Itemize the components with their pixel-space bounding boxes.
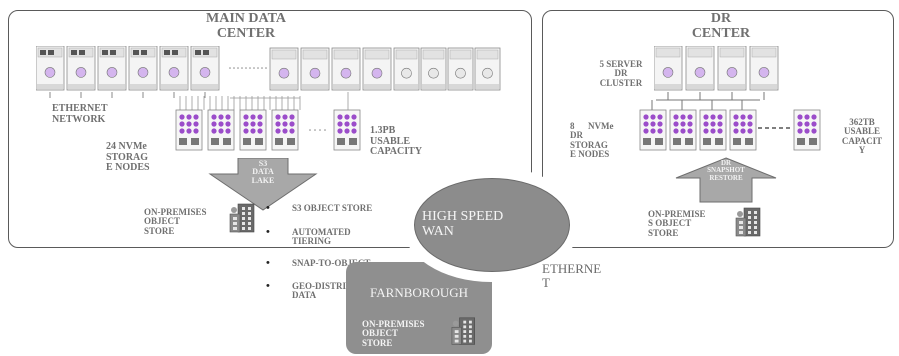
nvme-node-icon bbox=[699, 109, 727, 151]
server-icon bbox=[420, 47, 447, 91]
server-icon bbox=[653, 45, 683, 91]
bullet-item: •S3 OBJECT STORE bbox=[266, 202, 373, 214]
dr-capacity-label: 362TB USABLE CAPACIT Y bbox=[841, 117, 883, 156]
s3-data-lake-label: S3 DATA LAKE bbox=[251, 159, 275, 185]
server-icon bbox=[331, 47, 361, 91]
server-icon bbox=[269, 47, 299, 91]
high-speed-wan-label: HIGH SPEED WAN bbox=[422, 209, 504, 239]
main-capacity-label: 1.3PB USABLE CAPACITY bbox=[370, 125, 423, 157]
server-icon bbox=[300, 47, 330, 91]
server-icon bbox=[97, 45, 127, 91]
nvme-node-icon bbox=[669, 109, 697, 151]
main-server-row bbox=[35, 45, 502, 94]
dr-nvme-nodes-label: 8 NVMe DR STORAG E NODES bbox=[570, 121, 614, 160]
main-nvme-nodes-label: 24 NVMe STORAG E NODES bbox=[106, 141, 150, 173]
s3-data-lake-arrow bbox=[208, 157, 318, 212]
nvme-node-icon bbox=[175, 109, 203, 151]
main-onprem-label: ON-PREMISES OBJECT STORE bbox=[144, 207, 207, 236]
high-speed-wan-ellipse bbox=[414, 178, 570, 272]
dr-center-title: DR CENTER bbox=[691, 11, 751, 41]
bullet-item: •GEO-DISTRIBUTED DATA bbox=[266, 280, 378, 301]
server-icon bbox=[190, 45, 220, 91]
server-icon bbox=[474, 47, 501, 91]
building-icon bbox=[228, 200, 268, 241]
server-icon bbox=[749, 45, 779, 91]
dr-snapshot-restore-arrow bbox=[674, 156, 778, 204]
building-icon bbox=[450, 314, 486, 353]
server-icon bbox=[717, 45, 747, 91]
ethernet-network-label: ETHERNET NETWORK bbox=[52, 103, 108, 125]
dr-cluster-label: 5 SERVER DR CLUSTER bbox=[599, 59, 643, 88]
server-icon bbox=[66, 45, 96, 91]
server-icon bbox=[447, 47, 474, 91]
nvme-node-icon bbox=[333, 109, 361, 151]
nvme-node-icon bbox=[639, 109, 667, 151]
server-icon bbox=[128, 45, 158, 91]
nvme-node-icon bbox=[271, 109, 299, 151]
server-icon bbox=[393, 47, 420, 91]
server-icon bbox=[159, 45, 189, 91]
bullet-item: •SNAP-TO-OBJECT bbox=[266, 257, 371, 269]
ethernet-label: ETHERNE T bbox=[542, 261, 602, 290]
dr-server-row bbox=[653, 45, 784, 92]
building-icon bbox=[734, 204, 774, 245]
farnborough-title: FARNBOROUGH bbox=[370, 285, 468, 300]
server-icon bbox=[35, 45, 65, 91]
main-dc-title: MAIN DATA CENTER bbox=[206, 11, 286, 41]
server-icon bbox=[362, 47, 392, 91]
server-icon bbox=[685, 45, 715, 91]
nvme-node-icon bbox=[729, 109, 757, 151]
dr-snapshot-restore-label: DR SNAPSHOT RESTORE bbox=[707, 159, 745, 182]
dr-onprem-label: ON-PREMISE S OBJECT STORE bbox=[648, 209, 706, 238]
farnborough-onprem-label: ON-PREMISES OBJECT STORE bbox=[362, 319, 425, 348]
bullet-item: •AUTOMATED TIERING bbox=[266, 226, 351, 247]
nvme-node-icon bbox=[207, 109, 235, 151]
nvme-node-icon bbox=[793, 109, 821, 151]
nvme-node-icon bbox=[239, 109, 267, 151]
